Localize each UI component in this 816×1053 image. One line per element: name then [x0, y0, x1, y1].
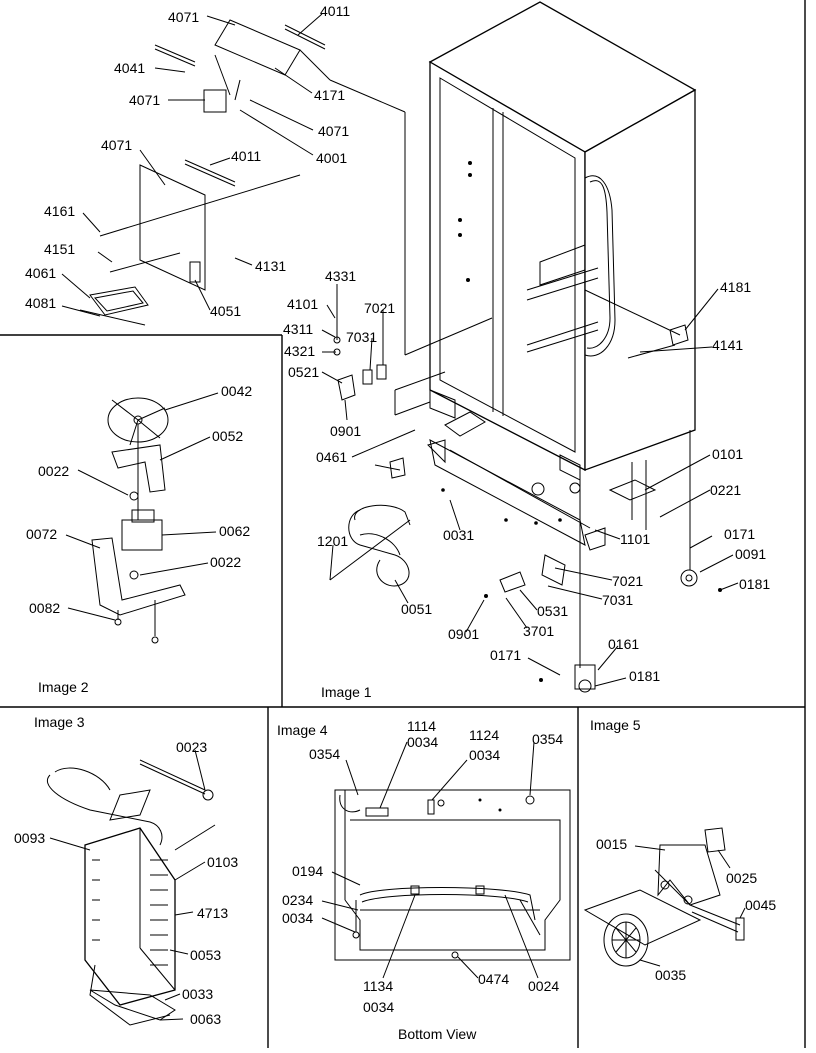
part-label: 0354 — [309, 746, 340, 762]
part-label: 1201 — [317, 533, 348, 549]
part-label: 1101 — [620, 531, 650, 547]
part-label: 4141 — [712, 337, 743, 353]
part-label: 0033 — [182, 986, 213, 1002]
part-label: 0474 — [478, 971, 509, 987]
part-label: 0023 — [176, 739, 207, 755]
part-label: 0052 — [212, 428, 243, 444]
part-label: 0042 — [221, 383, 252, 399]
part-label: 4081 — [25, 295, 56, 311]
part-label: 4011 — [231, 148, 261, 164]
part-label: 1114 — [407, 718, 436, 734]
part-label: 0034 — [282, 910, 313, 926]
image2-caption: Image 2 — [38, 679, 89, 695]
part-label: 0181 — [739, 576, 770, 592]
cabinet-drawing — [329, 1, 697, 481]
part-label: 0063 — [190, 1011, 221, 1027]
part-label: 0034 — [469, 747, 500, 763]
part-label: 7021 — [612, 573, 643, 589]
part-label: 4171 — [314, 87, 345, 103]
part-label: 4161 — [44, 203, 75, 219]
part-label: 0035 — [655, 967, 686, 983]
part-label: 7021 — [364, 300, 395, 316]
part-label: 0034 — [407, 734, 438, 750]
part-label: 0221 — [710, 482, 741, 498]
part-label: 4041 — [114, 60, 145, 76]
part-label: 0093 — [14, 830, 45, 846]
fan-motor-drawing — [91, 397, 186, 644]
part-label: 4713 — [197, 905, 228, 921]
part-label: 3701 — [523, 623, 554, 639]
part-label: 0045 — [745, 897, 776, 913]
part-label: 4001 — [316, 150, 347, 166]
part-label: 4151 — [44, 241, 75, 257]
part-label: 4071 — [101, 137, 132, 153]
part-label: 4181 — [720, 279, 751, 295]
part-label: 4131 — [255, 258, 286, 274]
part-label: 1134 — [363, 978, 393, 994]
image4-caption: Image 4 — [277, 722, 328, 738]
part-label: 0234 — [282, 892, 313, 908]
part-label: 0161 — [608, 636, 639, 652]
part-label: 0015 — [596, 836, 627, 852]
part-label: 0051 — [401, 601, 432, 617]
part-label: 0354 — [532, 731, 563, 747]
part-label: 0072 — [26, 526, 57, 542]
part-label: 0171 — [724, 526, 755, 542]
part-label: 7031 — [346, 329, 377, 345]
part-label: 0091 — [735, 546, 766, 562]
part-label: 4331 — [325, 268, 356, 284]
part-label: 4011 — [320, 3, 350, 19]
image1-caption: Image 1 — [321, 684, 372, 700]
part-label: 0101 — [712, 446, 743, 462]
part-label: 0062 — [219, 523, 250, 539]
part-label: 0034 — [363, 999, 394, 1015]
part-label: 0053 — [190, 947, 221, 963]
evaporator-cover-assembly — [79, 19, 331, 326]
part-label: 0082 — [29, 600, 60, 616]
base-rail — [329, 289, 722, 693]
part-label: 4071 — [129, 92, 160, 108]
image5-caption: Image 5 — [590, 717, 641, 733]
part-label: 7031 — [602, 592, 633, 608]
bottom-view-caption: Bottom View — [398, 1026, 477, 1042]
part-label: 0103 — [207, 854, 238, 870]
part-label: 0171 — [490, 647, 521, 663]
part-label: 0901 — [448, 626, 479, 642]
part-label: 4321 — [284, 343, 315, 359]
part-label: 0461 — [316, 449, 347, 465]
image3-caption: Image 3 — [34, 714, 85, 730]
part-label: 0194 — [292, 863, 323, 879]
evaporator-drawing — [47, 759, 216, 1026]
part-label: 0022 — [38, 463, 69, 479]
part-label: 1124 — [469, 727, 499, 743]
part-callouts: 4071 4011 4041 4171 4071 4071 4001 4071 … — [14, 3, 776, 1027]
part-label: 0031 — [443, 527, 474, 543]
leader-lines — [49, 13, 746, 1021]
bottom-view-drawing — [334, 789, 571, 961]
part-label: 0521 — [288, 364, 319, 380]
part-label: 0531 — [537, 603, 568, 619]
part-label: 0022 — [210, 554, 241, 570]
roller-bracket-drawing — [583, 827, 745, 967]
part-label: 0901 — [330, 423, 361, 439]
part-label: 0181 — [629, 668, 660, 684]
part-label: 0025 — [726, 870, 757, 886]
part-label: 0024 — [528, 978, 559, 994]
part-label: 4071 — [168, 9, 199, 25]
part-label: 4061 — [25, 265, 56, 281]
part-label: 4071 — [318, 123, 349, 139]
part-label: 4311 — [283, 321, 313, 337]
part-label: 4051 — [210, 303, 241, 319]
part-label: 4101 — [287, 296, 318, 312]
